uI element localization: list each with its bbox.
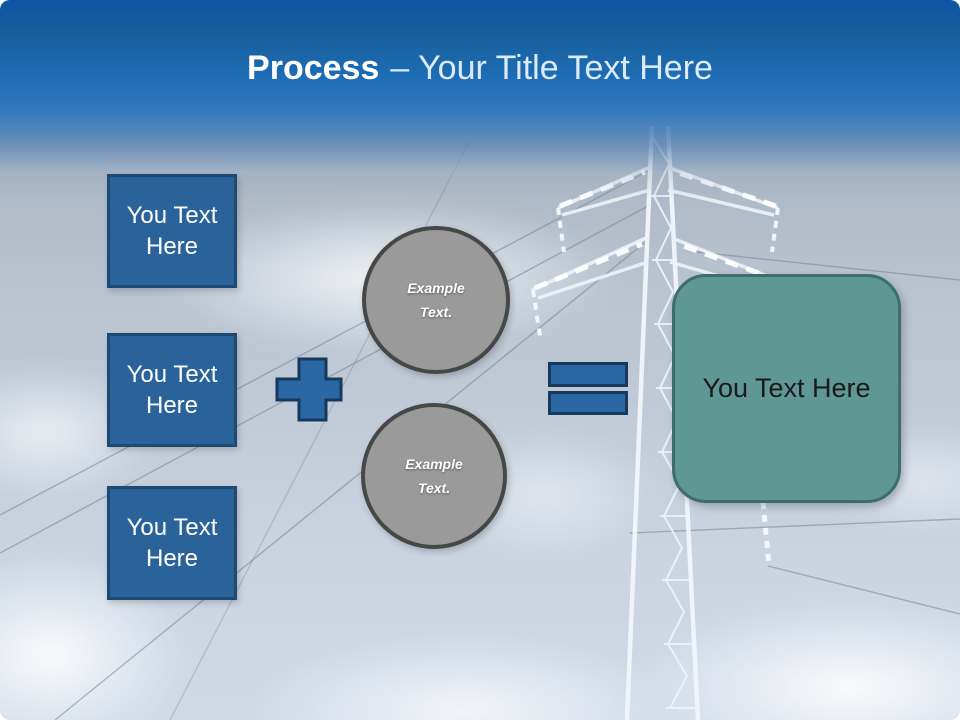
cloud [630,600,960,720]
step-box-3-label: You Text Here [126,513,218,572]
header-band [0,0,960,200]
step-box-3[interactable]: You Text Here [107,486,237,600]
step-box-1-label: You Text Here [126,201,218,260]
example-circle-2[interactable]: Example Text. [361,403,507,549]
plus-icon [274,356,344,423]
slide-title[interactable]: Process – Your Title Text Here [0,49,960,87]
example-circle-1-label: Example Text. [407,279,465,321]
cloud [250,635,680,720]
step-box-2[interactable]: You Text Here [107,333,237,447]
equals-icon [548,362,628,415]
result-box-label: You Text Here [702,373,871,403]
example-circle-1[interactable]: Example Text. [362,226,510,374]
equals-bar-top [548,362,628,387]
step-box-2-label: You Text Here [126,360,218,419]
title-emphasis: Process [247,49,380,87]
example-circle-2-label: Example Text. [405,455,463,497]
result-box[interactable]: You Text Here [672,274,901,503]
equals-bar-bottom [548,391,628,415]
title-rest: – Your Title Text Here [390,49,713,87]
step-box-1[interactable]: You Text Here [107,174,237,288]
